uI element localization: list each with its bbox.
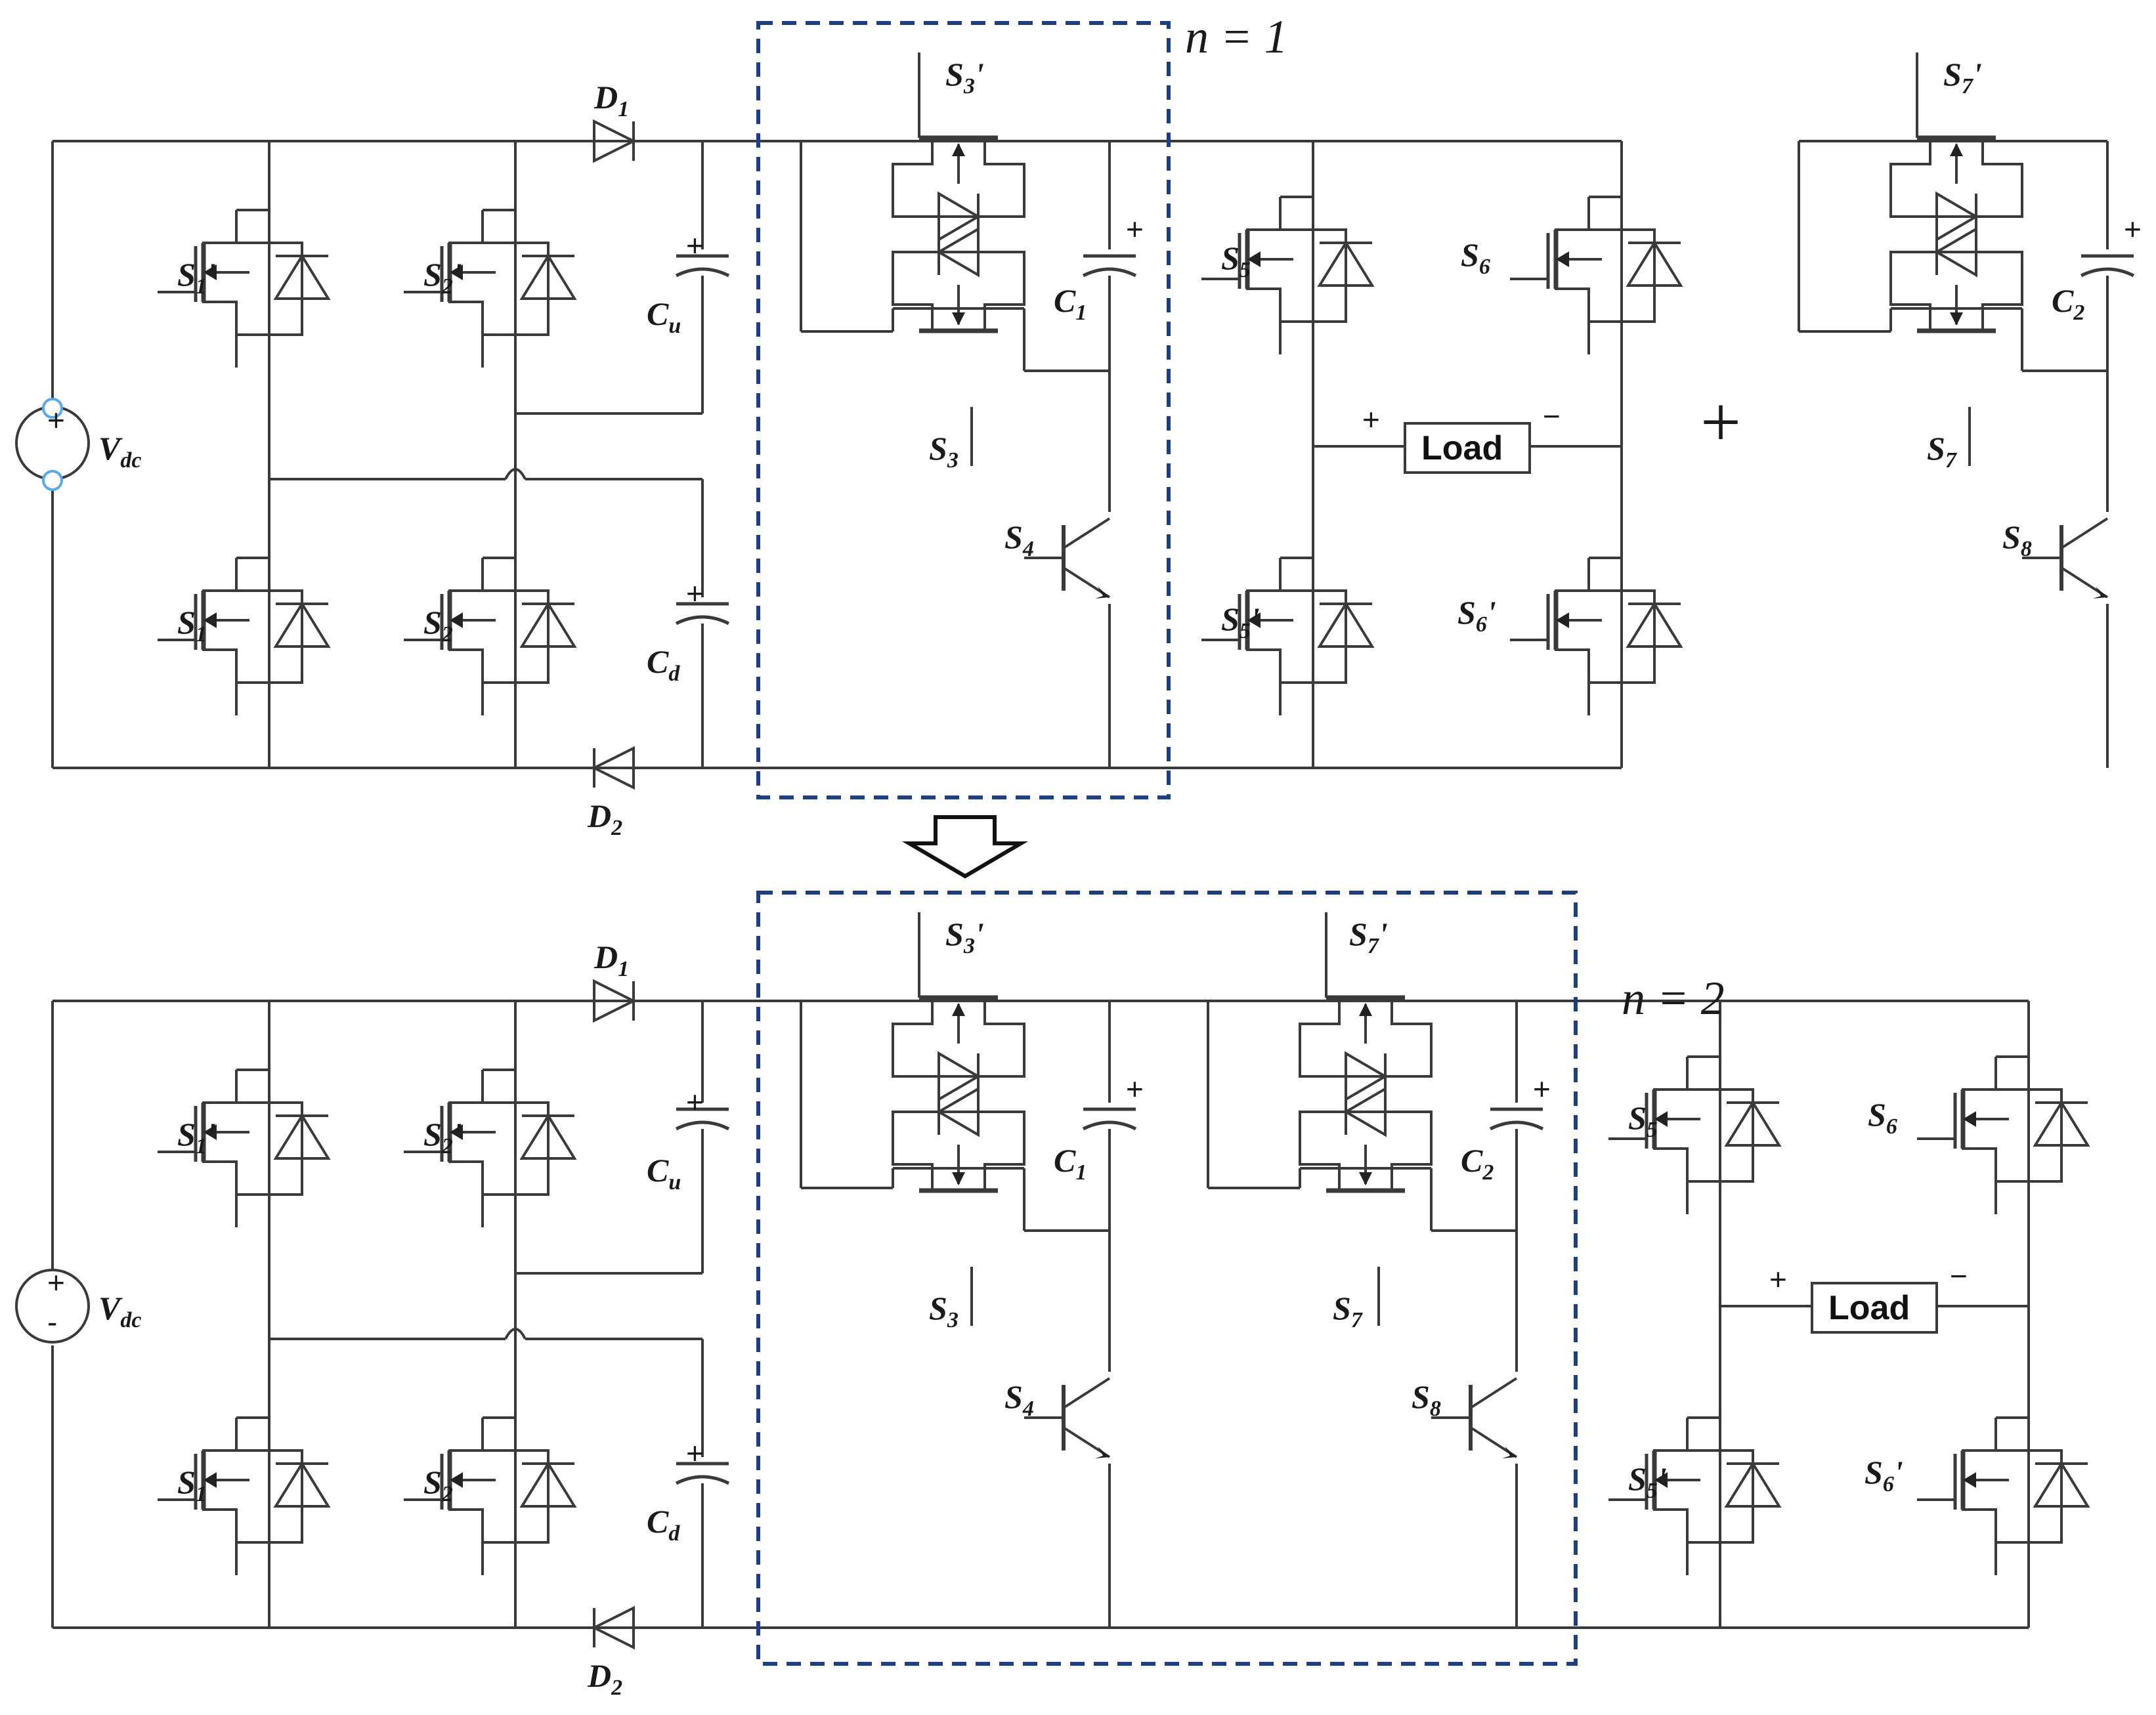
label-s2-n1: S2 bbox=[423, 604, 453, 646]
capacitor-c1-n2 bbox=[1083, 1109, 1136, 1129]
label-cu-n1: Cu bbox=[647, 295, 681, 338]
label-s4-n2: S4 bbox=[1004, 1378, 1034, 1421]
label-s3-n1: S3 bbox=[929, 430, 959, 473]
plus-c2-n2: + bbox=[1533, 1072, 1551, 1106]
label-s2p-n2: S2' bbox=[423, 1116, 462, 1158]
label-cd-n1: Cd bbox=[647, 643, 680, 686]
load-minus-n2: − bbox=[1950, 1259, 1968, 1293]
capacitor-c2-n2 bbox=[1490, 1109, 1543, 1129]
label-s5p-n2: S5' bbox=[1628, 1460, 1667, 1503]
label-d2-n1: D2 bbox=[587, 797, 622, 840]
capacitor-c2-extra bbox=[2081, 256, 2134, 276]
label-s8-extra: S8 bbox=[2002, 519, 2032, 561]
label-d1-n2: D1 bbox=[593, 939, 629, 981]
plus-cd-n2: + bbox=[686, 1436, 704, 1470]
label-cu-n2: Cu bbox=[647, 1152, 681, 1195]
label-s7p-n2: S7' bbox=[1349, 916, 1388, 958]
stage-label-n2: n = 2 bbox=[1622, 972, 1725, 1025]
bjt-s4-n2 bbox=[1024, 1378, 1110, 1458]
label-s1-n1: S1 bbox=[177, 604, 207, 646]
bottom-circuit bbox=[15, 1000, 2030, 1629]
load-minus-n1: − bbox=[1543, 399, 1561, 433]
additional-cell bbox=[1798, 140, 2109, 768]
mosfet-s6-n2 bbox=[1917, 1057, 2088, 1214]
bjt-s8-n2 bbox=[1431, 1378, 1517, 1458]
addition-plus-sign: + bbox=[1700, 382, 1741, 462]
label-s3-n2: S3 bbox=[929, 1290, 959, 1332]
label-c2-extra: C2 bbox=[2052, 282, 2084, 325]
label-s3p-n2: S3' bbox=[945, 916, 984, 958]
source-terminal-top bbox=[42, 398, 63, 419]
label-c1-n1: C1 bbox=[1054, 282, 1087, 325]
label-s7-n2: S7 bbox=[1333, 1290, 1364, 1332]
plus-cu-n1: + bbox=[686, 228, 704, 263]
mosfet-s6-n1 bbox=[1510, 197, 1681, 354]
plus-cu-n2: + bbox=[686, 1085, 704, 1119]
label-s6-n2: S6 bbox=[1868, 1096, 1897, 1139]
mosfet-s6p-n1 bbox=[1510, 558, 1681, 715]
down-arrow-icon bbox=[901, 815, 1029, 879]
source-plus-n2: + bbox=[47, 1265, 65, 1300]
label-s6p-n2: S6' bbox=[1865, 1454, 1903, 1496]
plus-c1-n1: + bbox=[1126, 212, 1144, 246]
label-cd-n2: Cd bbox=[647, 1503, 680, 1546]
label-s2p-n1: S2' bbox=[423, 256, 462, 299]
label-vdc-n2: Vdc bbox=[98, 1290, 141, 1332]
label-s1-n2: S1 bbox=[177, 1464, 207, 1506]
stage-label-n1: n = 1 bbox=[1185, 11, 1288, 63]
plus-cd-n1: + bbox=[686, 576, 704, 610]
bidirectional-switch-s3-n1 bbox=[893, 53, 1024, 466]
source-plus-n1: + bbox=[47, 403, 65, 437]
label-vdc-n1: Vdc bbox=[98, 430, 141, 473]
bjt-s4-n1 bbox=[1024, 519, 1110, 599]
source-minus-n2: - bbox=[47, 1305, 57, 1339]
plus-c2-extra: + bbox=[2124, 212, 2142, 246]
bjt-s8-extra bbox=[2022, 519, 2107, 599]
bidirectional-switch-s7-extra bbox=[1891, 53, 2022, 466]
label-c1-n2: C1 bbox=[1054, 1142, 1087, 1185]
capacitor-c1-n1 bbox=[1083, 256, 1136, 276]
label-s5p-n1: S5' bbox=[1221, 601, 1260, 643]
label-s1p-n1: S1' bbox=[177, 256, 216, 299]
label-s6-n1: S6 bbox=[1461, 236, 1490, 279]
dashed-cell-box-n2 bbox=[756, 891, 1578, 1666]
label-s2-n2: S2 bbox=[423, 1464, 453, 1506]
label-d2-n2: D2 bbox=[587, 1657, 622, 1700]
bidirectional-switch-s3-n2 bbox=[893, 912, 1024, 1326]
load-plus-n2: + bbox=[1769, 1262, 1787, 1296]
label-s6p-n1: S6' bbox=[1457, 594, 1496, 637]
top-circuit bbox=[15, 140, 1623, 769]
label-s1p-n2: S1' bbox=[177, 1116, 216, 1158]
label-s7p-extra: S7' bbox=[1943, 56, 1982, 98]
label-s4-n1: S4 bbox=[1004, 519, 1034, 561]
source-terminal-bottom bbox=[42, 470, 63, 491]
mosfet-s6p-n2 bbox=[1917, 1418, 2088, 1575]
load-label-n2: Load bbox=[1828, 1289, 1910, 1327]
label-s5-n1: S5 bbox=[1221, 240, 1251, 282]
plus-c1-n2: + bbox=[1126, 1072, 1144, 1106]
label-d1-n1: D1 bbox=[593, 79, 629, 121]
bidirectional-switch-s7-n2 bbox=[1300, 912, 1431, 1326]
label-c2-n2: C2 bbox=[1461, 1142, 1494, 1185]
label-s7-extra: S7 bbox=[1927, 430, 1958, 473]
label-s8-n2: S8 bbox=[1412, 1378, 1441, 1421]
load-plus-n1: + bbox=[1362, 402, 1380, 436]
load-label-n1: Load bbox=[1421, 429, 1503, 467]
label-s5-n2: S5 bbox=[1628, 1099, 1658, 1142]
label-s3p-n1: S3' bbox=[945, 56, 984, 98]
